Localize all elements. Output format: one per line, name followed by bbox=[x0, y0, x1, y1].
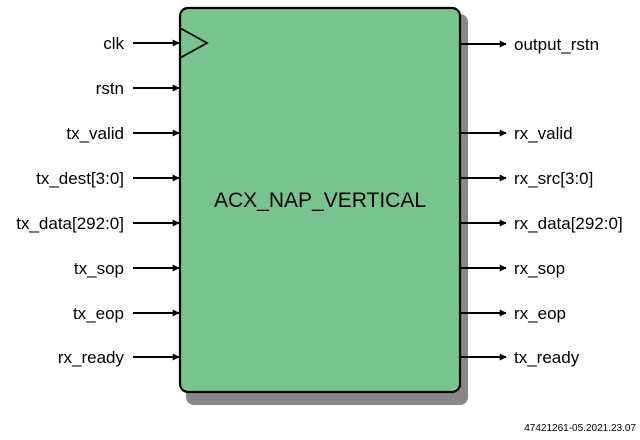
output-label-rx-src-3-0: rx_src[3:0] bbox=[514, 169, 593, 188]
figure-id: 47421261-05.2021.23.07 bbox=[524, 423, 636, 434]
input-ports: clk rstn tx_valid tx_dest[3:0] tx_data[292:0… bbox=[16, 34, 180, 367]
input-label-tx-data-292-0: tx_data[292:0] bbox=[16, 214, 124, 233]
clock-triangle-icon bbox=[179, 27, 209, 59]
output-label-rx-data-292-0: rx_data[292:0] bbox=[514, 214, 623, 233]
input-label-tx-eop: tx_eop bbox=[73, 304, 124, 323]
input-label-rstn: rstn bbox=[96, 79, 124, 98]
input-label-clk: clk bbox=[103, 34, 124, 53]
output-ports: output_rstn rx_valid rx_src[3:0] rx_data[29… bbox=[460, 35, 623, 367]
input-label-tx-dest-3-0: tx_dest[3:0] bbox=[36, 169, 124, 188]
input-label-tx-sop: tx_sop bbox=[74, 259, 124, 278]
output-label-output-rstn: output_rstn bbox=[514, 35, 599, 54]
input-label-tx-valid: tx_valid bbox=[66, 124, 124, 143]
output-label-rx-eop: rx_eop bbox=[514, 304, 566, 323]
input-label-rx-ready: rx_ready bbox=[58, 348, 125, 367]
block-name: ACX_NAP_VERTICAL bbox=[214, 189, 426, 212]
nap-block bbox=[178, 6, 462, 394]
output-label-tx-ready: tx_ready bbox=[514, 348, 580, 367]
output-label-rx-valid: rx_valid bbox=[514, 124, 573, 143]
output-label-rx-sop: rx_sop bbox=[514, 259, 565, 278]
